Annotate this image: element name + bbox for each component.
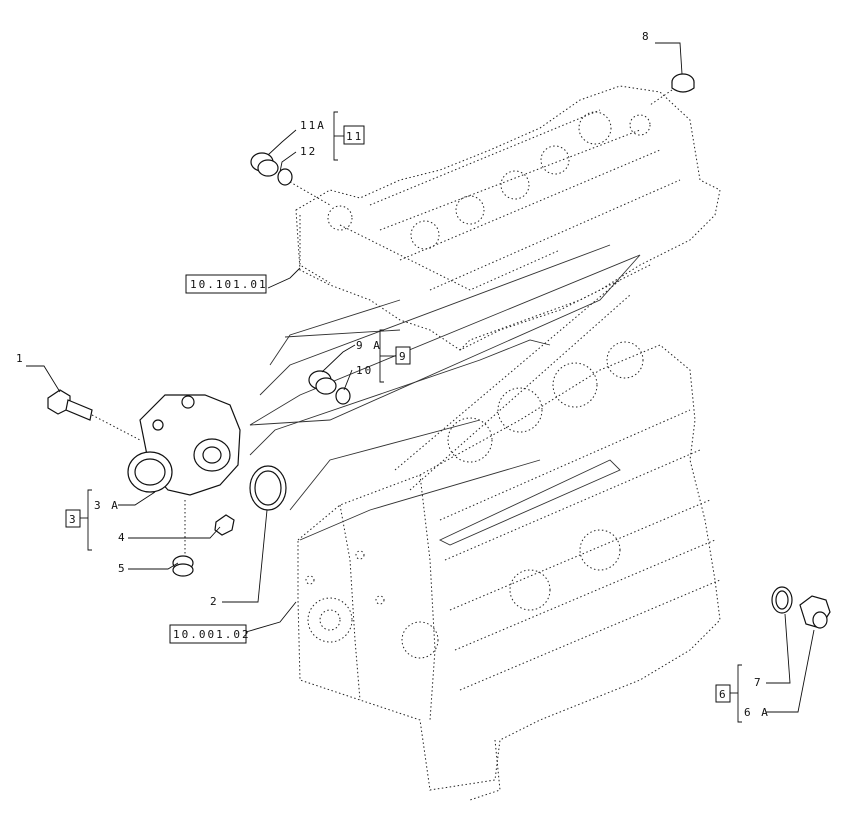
block-ref-label: 10.001.02: [173, 628, 251, 641]
callout-9-box: [395, 346, 411, 365]
callout-7: 7: [754, 676, 763, 689]
callout-6: 6: [719, 688, 728, 701]
callout-brackets: [80, 111, 742, 723]
callout-9a: 9 A: [356, 339, 382, 352]
callout-2: 2: [210, 595, 219, 608]
plug-washer-top-part: [250, 152, 331, 206]
callout-4: 4: [118, 531, 127, 544]
engine-block-outline: [297, 341, 721, 801]
callout-1: 1: [16, 352, 25, 365]
plug-part: [172, 500, 194, 577]
callout-12: 12: [300, 145, 317, 158]
cap-part: [649, 73, 695, 106]
callout-6a: 6 A: [744, 706, 770, 719]
callout-11-box: [343, 125, 365, 145]
head-ref-box: [185, 274, 267, 294]
head-ref-label: 10.101.01: [190, 278, 268, 291]
plug-washer-right-part: [771, 586, 831, 629]
pin-part: [214, 514, 235, 536]
plug-washer-middle-part: [308, 370, 351, 405]
callout-6-box: [715, 684, 731, 703]
callout-10: 10: [356, 364, 373, 377]
bolt-part: [47, 389, 141, 441]
callout-8: 8: [642, 30, 651, 43]
callout-11: 11: [346, 130, 363, 143]
callout-3-box: [65, 509, 81, 528]
cylinder-head-outline: [295, 85, 721, 351]
leader-lines: [26, 42, 815, 713]
callout-11a: 11A: [300, 119, 326, 132]
callout-5: 5: [118, 562, 127, 575]
callout-3a: 3 A: [94, 499, 120, 512]
thermostat-housing-part: [127, 394, 241, 496]
callout-9: 9: [399, 350, 408, 363]
callout-3: 3: [69, 513, 78, 526]
head-gasket: [249, 244, 641, 546]
block-ref-box: [169, 624, 247, 644]
o-ring-part: [249, 465, 287, 511]
